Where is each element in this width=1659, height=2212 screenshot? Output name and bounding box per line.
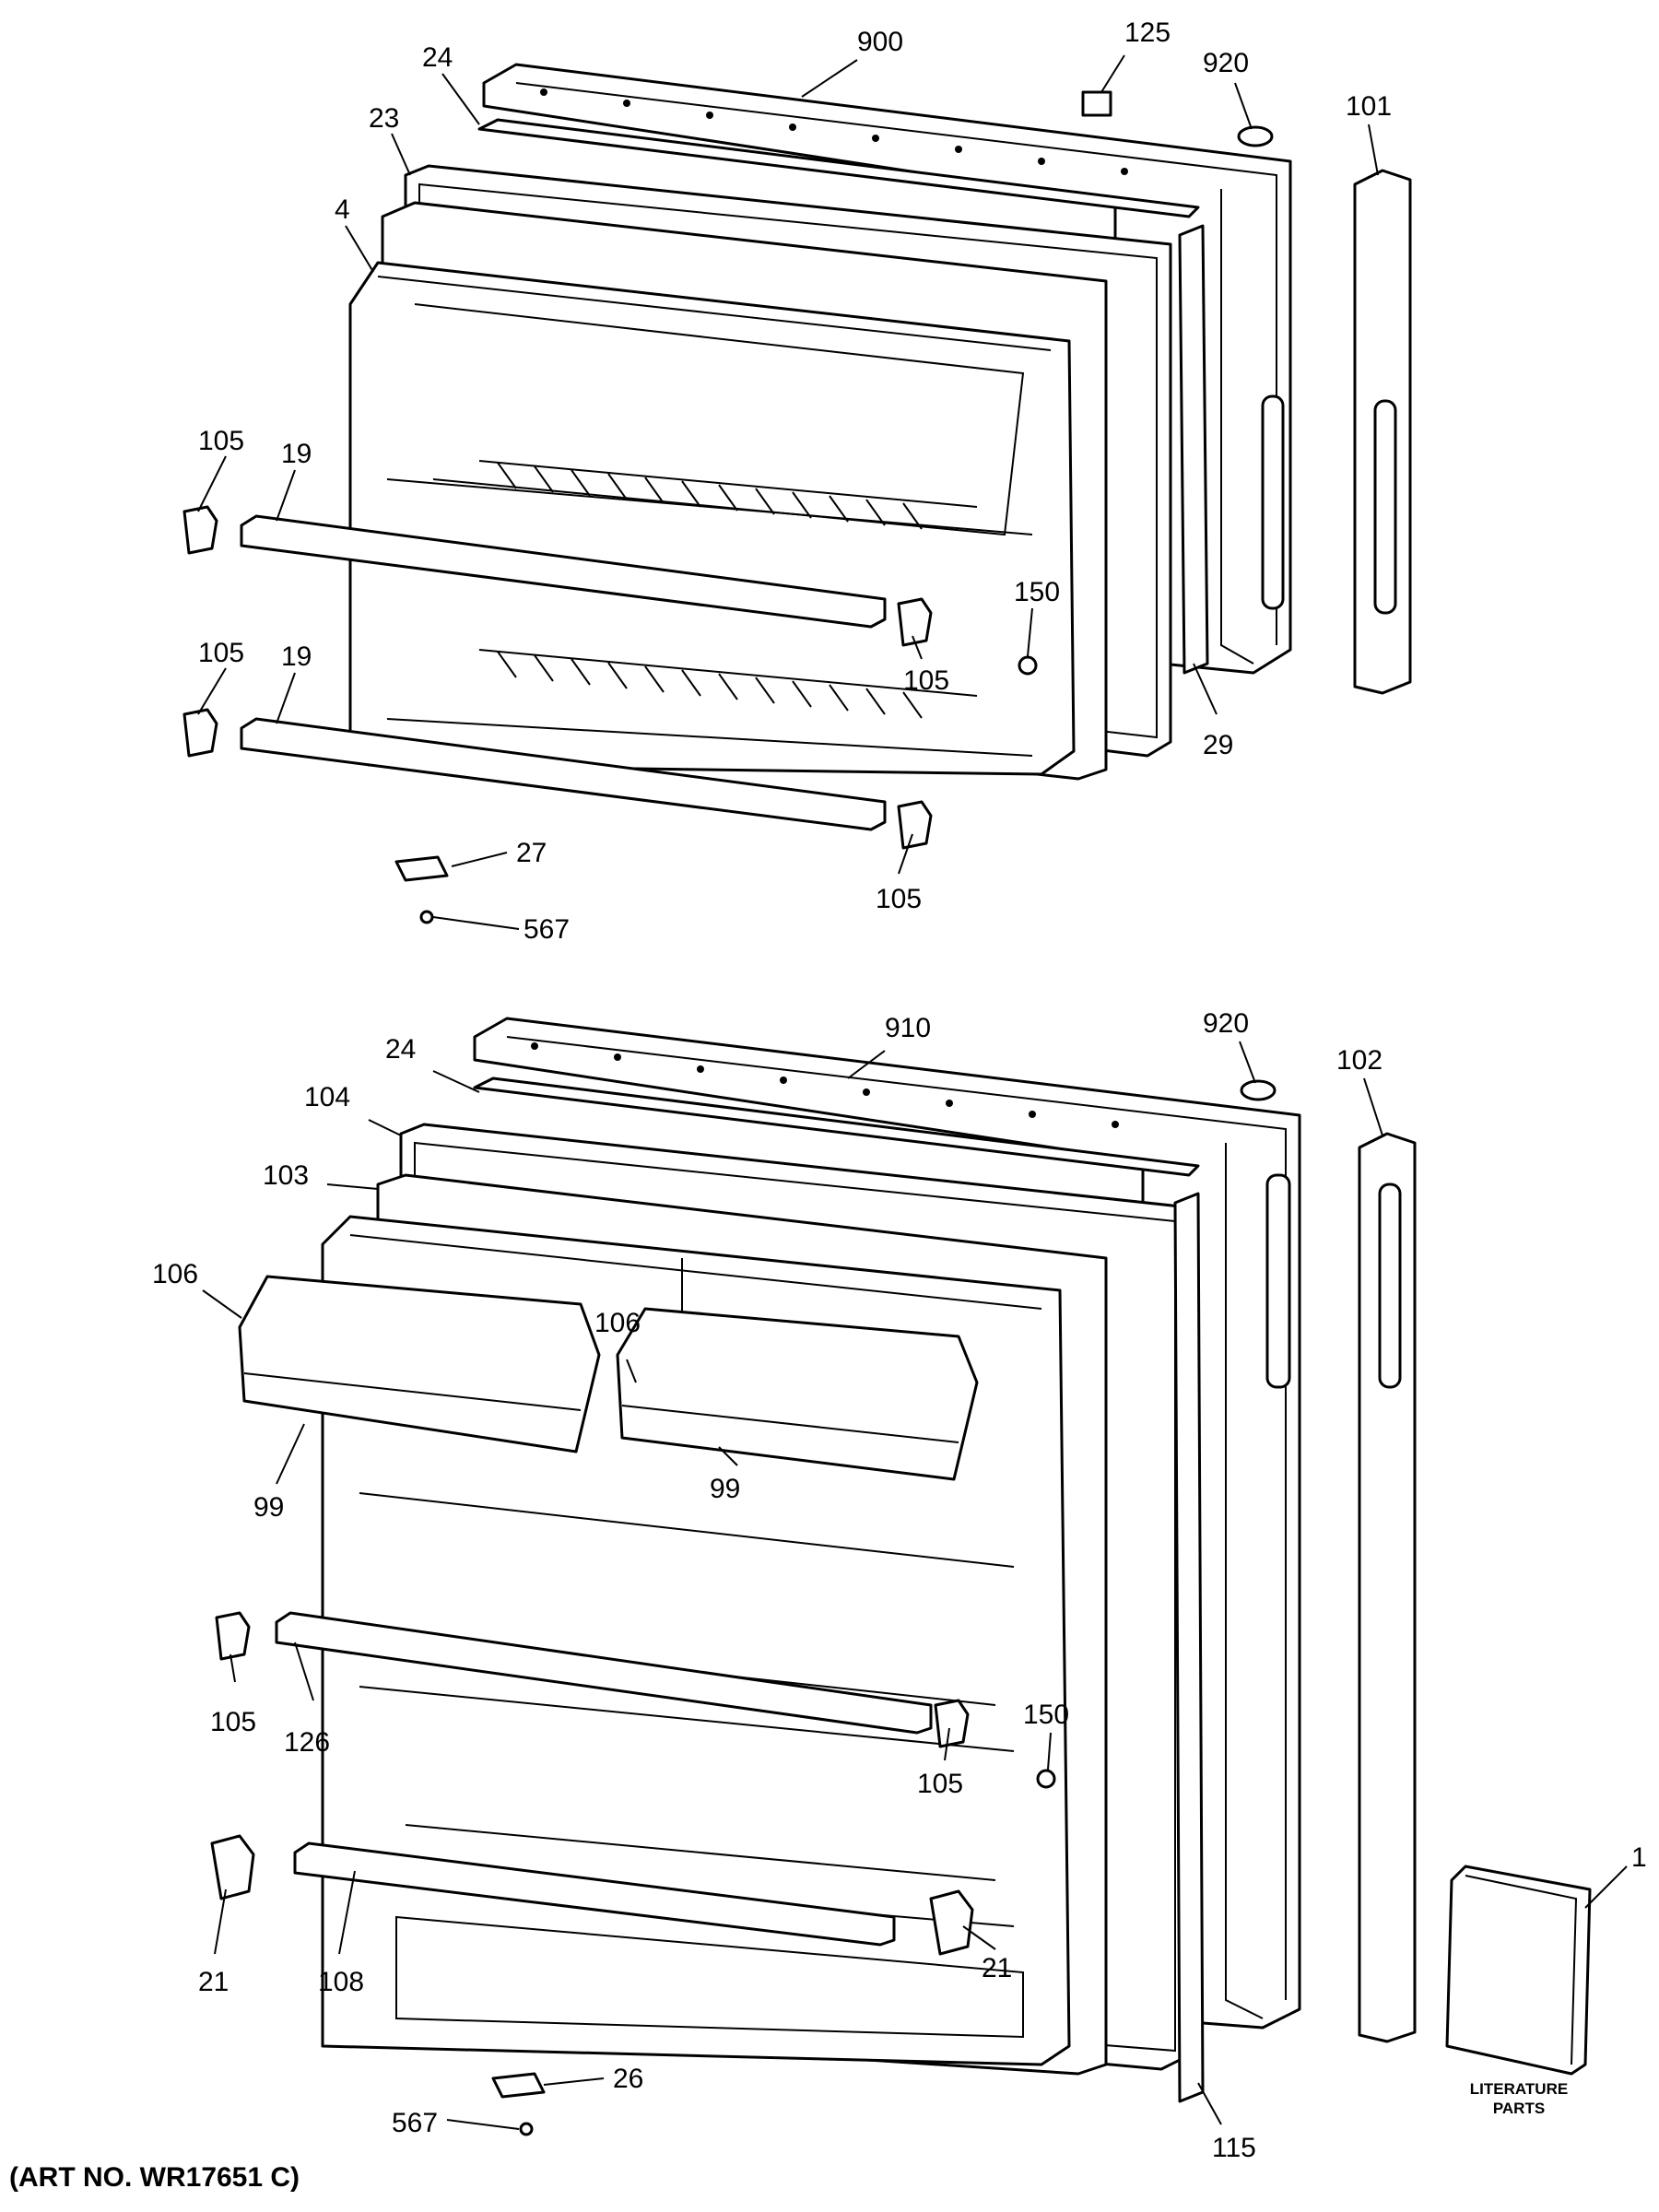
label-24: 24 [422,42,453,73]
shelf-bar-126 [275,1611,933,1735]
label-920: 920 [1203,48,1249,78]
label-104: 104 [304,1082,350,1112]
label-99-b: 99 [710,1474,740,1504]
fresh-food-callout-labels: 910 920 102 24 104 103 106 106 99 99 105… [152,1008,1647,2163]
door-liner-4 [348,261,1076,776]
label-106-b: 106 [594,1308,641,1338]
label-19-a: 19 [281,439,312,469]
label-23: 23 [369,103,399,134]
label-150: 150 [1014,577,1060,607]
part-125 [1081,90,1112,117]
handle-grip [1373,399,1397,615]
label-102: 102 [1336,1045,1382,1076]
shelf-bar-108 [293,1841,896,1947]
door-handle-slot [1261,394,1285,610]
label-126: 126 [284,1727,330,1758]
literature-caption-line-1: LITERATURE [1470,2080,1568,2098]
label-105-d: 105 [876,884,922,914]
clip-21-a [210,1834,255,1900]
fresh-food-door-assembly [210,1017,1592,2136]
label-105-f: 105 [917,1769,963,1799]
label-567-lower: 567 [392,2108,438,2138]
label-105-c: 105 [903,665,949,696]
hinge-27 [394,855,449,882]
label-900: 900 [857,27,903,57]
clip-21-b [929,1889,974,1956]
label-105-b: 105 [198,638,244,668]
screw-567 [419,910,434,924]
plug-920-lower [1240,1079,1277,1101]
label-105-a: 105 [198,426,244,456]
clip-105-c [897,597,933,647]
hinge-26 [491,2072,546,2099]
label-101: 101 [1346,91,1392,122]
screw-150-lower [1036,1769,1056,1789]
label-105-e: 105 [210,1707,256,1737]
fresh-food-handle-slot [1265,1173,1291,1389]
literature-booklet [1445,1865,1592,2076]
label-125: 125 [1124,18,1171,48]
shelf-bar-19-upper [240,514,887,629]
handle-grip-lower [1378,1182,1402,1389]
label-99-a: 99 [253,1492,284,1523]
seal-strip-115 [1173,1192,1205,2103]
freezer-callout-labels: 900 125 920 101 24 23 4 105 19 150 105 2… [198,18,1392,945]
label-150-lower: 150 [1023,1700,1069,1730]
label-26: 26 [613,2064,643,2094]
clip-105-e [215,1611,251,1661]
label-21-a: 21 [198,1967,229,1997]
dairy-bin-106-left [238,1275,601,1453]
trim-strip-24 [477,118,1200,218]
clip-105-d [897,800,933,850]
label-1: 1 [1631,1842,1647,1873]
trim-strip-24-lower [473,1077,1200,1177]
label-4: 4 [335,194,350,225]
screw-567-lower [519,2122,534,2136]
shelf-ribs [497,462,923,719]
literature-parts-caption: LITERATURE PARTS [1470,2080,1568,2117]
dairy-bin-106-right [616,1307,979,1481]
bottom-frame [395,1915,1024,2039]
plug-920 [1237,125,1274,147]
label-920-lower: 920 [1203,1008,1249,1039]
label-108: 108 [318,1967,364,1997]
label-27: 27 [516,838,547,868]
label-106-a: 106 [152,1259,198,1289]
screw-150 [1018,655,1038,676]
label-103: 103 [263,1160,309,1191]
clip-105-b [182,708,218,758]
label-19-b: 19 [281,641,312,672]
clip-105-a [182,505,218,555]
seal-strip-29 [1178,224,1209,675]
leader-lines [197,54,1628,2130]
art-number: (ART NO. WR17651 C) [9,2162,300,2193]
label-29: 29 [1203,730,1233,760]
label-21-b: 21 [982,1953,1012,1983]
shelf-bar-19-lower [240,717,887,831]
literature-caption-line-2: PARTS [1493,2100,1545,2117]
label-567: 567 [524,914,570,945]
label-24-lower: 24 [385,1034,416,1065]
freezer-door-assembly [182,63,1412,924]
outer-door-panel-910 [473,1017,1301,2030]
clip-105-f [934,1699,970,1748]
label-910: 910 [885,1013,931,1043]
label-115: 115 [1212,2133,1256,2163]
